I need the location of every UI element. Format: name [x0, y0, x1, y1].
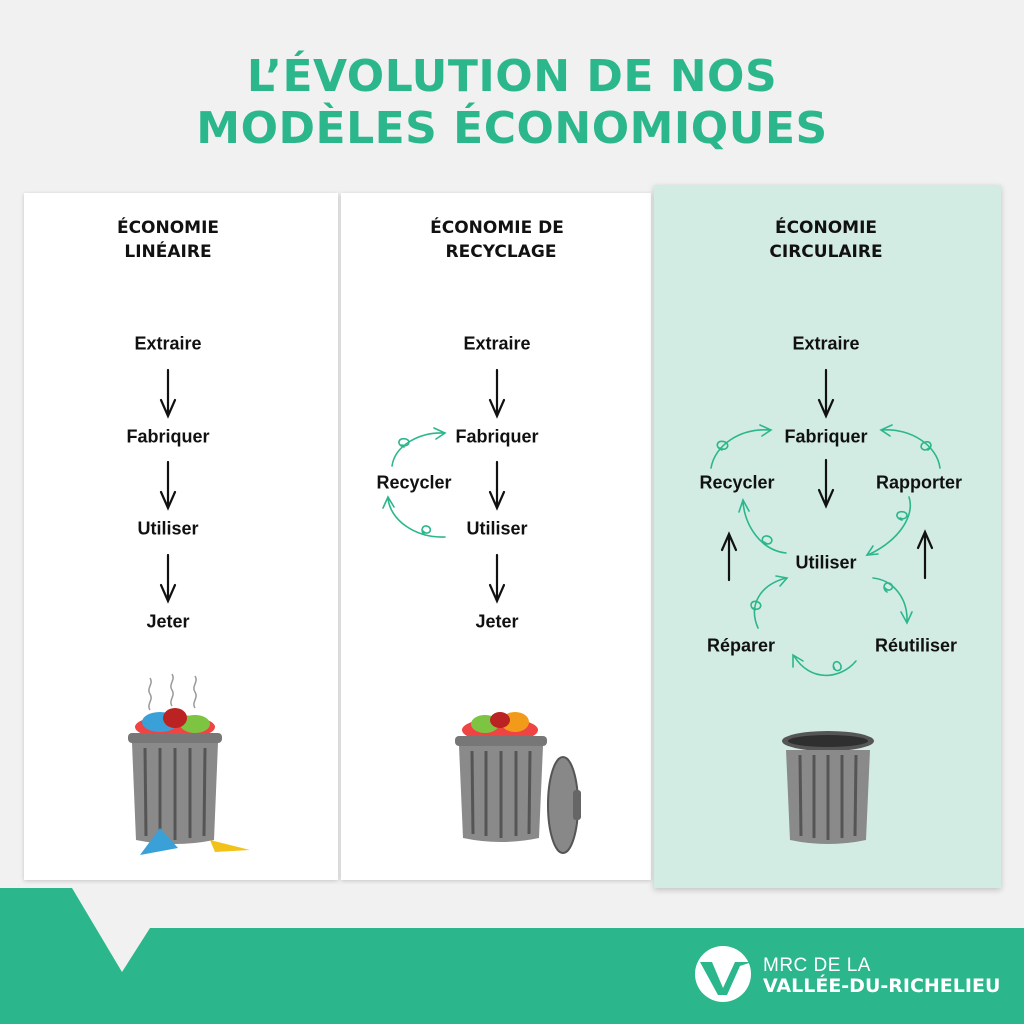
step-rapporter: Rapporter — [875, 472, 963, 493]
green-loop-arrows — [382, 424, 941, 677]
step-reutiliser: Réutiliser — [874, 635, 958, 656]
step-fabriquer: Fabriquer — [126, 426, 210, 447]
trash-can-with-lid-icon — [455, 712, 581, 854]
step-extraire: Extraire — [792, 333, 860, 354]
step-fabriquer: Fabriquer — [455, 426, 539, 447]
trash-can-overflowing-icon — [128, 673, 250, 855]
black-arrows — [159, 368, 934, 603]
step-fabriquer: Fabriquer — [784, 426, 868, 447]
step-reparer: Réparer — [706, 635, 776, 656]
step-recycler: Recycler — [699, 472, 775, 493]
logo-line-2: VALLÉE-DU-RICHELIEU — [763, 975, 1001, 997]
step-utiliser: Utiliser — [137, 518, 199, 539]
step-jeter: Jeter — [146, 611, 190, 632]
title-line-2: MODÈLES ÉCONOMIQUES — [196, 103, 828, 154]
step-jeter: Jeter — [475, 611, 519, 632]
logo-icon — [695, 946, 752, 1002]
logo-line-1: MRC DE LA — [763, 955, 871, 976]
trash-can-empty-icon — [782, 731, 874, 844]
step-recycler: Recycler — [376, 472, 452, 493]
step-utiliser: Utiliser — [466, 518, 528, 539]
step-utiliser: Utiliser — [795, 552, 857, 573]
title-line-1: L’ÉVOLUTION DE NOS — [246, 51, 778, 102]
step-extraire: Extraire — [463, 333, 531, 354]
step-extraire: Extraire — [134, 333, 202, 354]
